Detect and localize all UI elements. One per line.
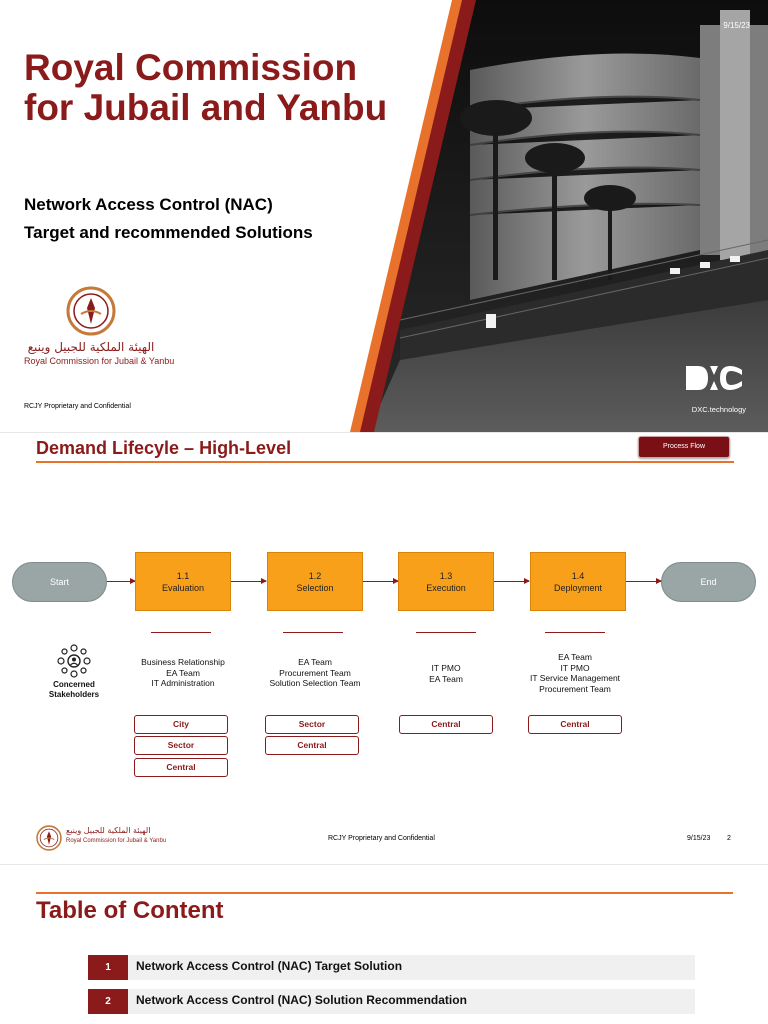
footer-logo-arabic: الهيئة الملكية للجبيل وينبع xyxy=(66,826,151,835)
scope-tag-central[interactable]: Central xyxy=(399,715,493,734)
process-flow-button[interactable]: Process Flow xyxy=(638,436,730,458)
team-item: Procurement Team xyxy=(279,667,351,678)
team-item: IT PMO xyxy=(431,663,461,673)
stage-evaluation: 1.1 Evaluation xyxy=(135,552,231,611)
cover-date: 9/15/23 xyxy=(723,21,750,30)
subtitle-line-1: Network Access Control (NAC) xyxy=(24,195,273,214)
team-item: EA Team xyxy=(166,667,200,678)
lifecycle-slide: Demand Lifecyle – High-Level Process Flo… xyxy=(0,432,768,864)
presentation-subtitle: Network Access Control (NAC) Target and … xyxy=(24,191,313,247)
toc-item-label: Network Access Control (NAC) Solution Re… xyxy=(136,993,467,1007)
stage-number: 1.3 xyxy=(439,570,453,581)
dxc-logo-icon xyxy=(686,366,742,390)
footer-logo-english: Royal Commission for Jubail & Yanbu xyxy=(66,838,167,844)
cover-slide: Royal Commission for Jubail and Yanbu Ne… xyxy=(0,0,768,432)
stakeholders-icon xyxy=(57,644,91,678)
scope-tag-sector[interactable]: Sector xyxy=(265,715,359,734)
stage-name: Deployment xyxy=(553,582,603,593)
title-divider xyxy=(36,461,734,463)
team-item: EA Team xyxy=(429,673,463,684)
logo-english-text: Royal Commission for Jubail & Yanbu xyxy=(24,356,175,366)
scope-tag-central[interactable]: Central xyxy=(265,736,359,755)
toc-item-label: Network Access Control (NAC) Target Solu… xyxy=(136,959,403,973)
stage-deployment: 1.4 Deployment xyxy=(530,552,626,611)
toc-title: Table of Content xyxy=(36,897,224,924)
stage-name: Execution xyxy=(426,582,466,593)
stage-teams-selection: EA Team Procurement Team Solution Select… xyxy=(240,657,390,689)
toc-item-number: 2 xyxy=(88,989,128,1014)
scope-tag-central[interactable]: Central xyxy=(528,715,622,734)
stage-execution: 1.3 Execution xyxy=(398,552,494,611)
dxc-brand-text: DXC.technology xyxy=(691,405,746,414)
team-item: IT Service Management xyxy=(529,673,621,683)
flow-arrow xyxy=(107,578,136,584)
stage-underline xyxy=(416,632,476,633)
toc-item[interactable]: 2 Network Access Control (NAC) Solution … xyxy=(88,989,695,1014)
stage-number: 1.1 xyxy=(176,570,190,581)
stage-underline xyxy=(545,632,605,633)
footer-date: 9/15/23 xyxy=(687,835,711,842)
stage-name: Selection xyxy=(296,582,334,593)
toc-item-number: 1 xyxy=(88,955,128,980)
team-item: Procurement Team xyxy=(539,683,611,694)
flow-arrow xyxy=(626,578,662,584)
team-item: EA Team xyxy=(558,652,592,662)
stage-number: 1.4 xyxy=(571,570,585,581)
scope-tag-city[interactable]: City xyxy=(134,715,228,734)
slide-title: Demand Lifecyle – High-Level xyxy=(36,438,292,458)
logo-arabic-text: الهيئة الملكية للجبيل وينبع xyxy=(27,340,155,354)
stage-selection: 1.2 Selection xyxy=(267,552,363,611)
team-item: IT Administration xyxy=(151,678,215,688)
flow-arrow xyxy=(363,578,399,584)
flow-arrow xyxy=(494,578,530,584)
footer-confidential: RCJY Proprietary and Confidential xyxy=(328,835,435,842)
toc-item[interactable]: 1 Network Access Control (NAC) Target So… xyxy=(88,955,695,980)
start-terminal: Start xyxy=(12,562,107,602)
rcjy-emblem-icon xyxy=(36,825,62,851)
scope-tag-sector[interactable]: Sector xyxy=(134,736,228,755)
stage-teams-execution: IT PMO EA Team xyxy=(371,663,521,684)
team-item: Business Relationship xyxy=(141,657,225,667)
stage-number: 1.2 xyxy=(308,570,322,581)
footer-logo: الهيئة الملكية للجبيل وينبع Royal Commis… xyxy=(36,825,166,855)
team-item: Solution Selection Team xyxy=(269,678,361,688)
flow-arrow xyxy=(231,578,267,584)
stage-name: Evaluation xyxy=(161,582,205,593)
confidential-note: RCJY Proprietary and Confidential xyxy=(24,403,131,410)
stage-underline xyxy=(151,632,211,633)
presentation-title: Royal Commission for Jubail and Yanbu xyxy=(24,47,388,128)
end-terminal: End xyxy=(661,562,756,602)
stage-teams-evaluation: Business Relationship EA Team IT Adminis… xyxy=(108,657,258,689)
team-item: EA Team xyxy=(298,657,332,667)
rcjy-emblem-icon xyxy=(66,286,116,336)
building-photo xyxy=(350,0,768,432)
stage-underline xyxy=(283,632,343,633)
toc-slide: Table of Content 1 Network Access Contro… xyxy=(0,864,768,1024)
team-item: IT PMO xyxy=(560,662,590,673)
subtitle-line-2: Target and recommended Solutions xyxy=(24,223,313,242)
page-number: 2 xyxy=(727,835,731,842)
stage-teams-deployment: EA Team IT PMO IT Service Management Pro… xyxy=(500,652,650,694)
title-divider xyxy=(36,892,733,894)
scope-tag-central[interactable]: Central xyxy=(134,758,228,777)
stakeholders-label: Concerned Stakeholders xyxy=(48,680,100,699)
